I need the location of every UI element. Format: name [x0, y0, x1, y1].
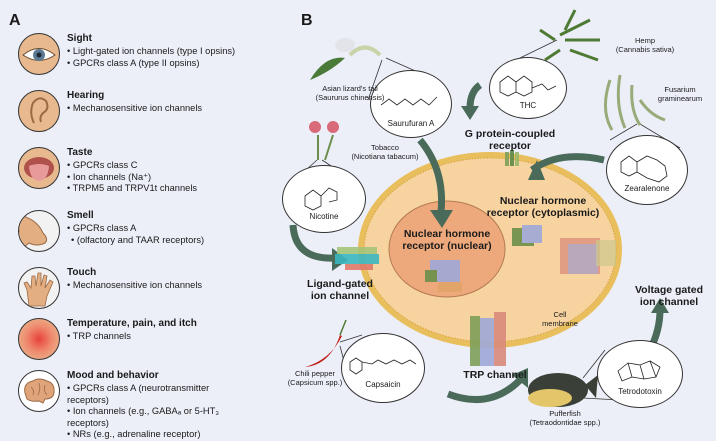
brain-icon [18, 370, 60, 412]
sense-item: Mechanosensitive ion channels [67, 280, 202, 292]
source-lizard-tail: Asian lizard's tail(Saururus chinensis) [315, 84, 385, 102]
source-chili: Chili pepper(Capsicum spp.) [287, 369, 343, 387]
sense-item: TRPM5 and TRPV1t channels [67, 183, 197, 195]
arrowhead [528, 160, 545, 180]
sense-item: Mechanosensitive ion channels [67, 103, 202, 115]
sense-item: Ion channels (Na⁺) [67, 172, 197, 184]
arrow-saurufuran [417, 137, 446, 213]
arrow-capsaicin [446, 377, 523, 403]
tongue-icon [18, 147, 60, 189]
tobacco-plant [309, 121, 339, 161]
sense-item: GPCRs class A (type II opsins) [67, 58, 235, 70]
sense-title: Hearing [67, 90, 105, 101]
sense-mood: Mood and behavior GPCRs class A (neurotr… [18, 370, 248, 439]
sense-title: Temperature, pain, and itch [67, 318, 197, 329]
sense-smell: Smell GPCRs class A(olfactory and TAAR r… [18, 210, 248, 270]
molecule-thc: THC [489, 57, 567, 119]
arrowhead [512, 368, 528, 388]
chili-pepper [305, 319, 347, 367]
source-tobacco: Tobacco(Nicotiana tabacum) [351, 143, 419, 161]
lizard-tail-plant [310, 38, 382, 80]
sense-sight: Sight Light-gated ion channels (type I o… [18, 33, 248, 93]
sense-item: Ion channels (e.g., GABAₐ or 5-HT₃ recep… [67, 406, 248, 429]
sense-title: Mood and behavior [67, 370, 159, 381]
voltage-gated-structure [560, 238, 616, 274]
sense-title: Smell [67, 210, 94, 221]
sense-touch: Touch Mechanosensitive ion channels [18, 267, 248, 327]
arrowhead [651, 298, 669, 313]
nr-cyto-structure [512, 225, 542, 246]
sense-item: GPCRs class C [67, 160, 197, 172]
sense-temperature: Temperature, pain, and itch TRP channels [18, 318, 248, 378]
sense-item: NRs (e.g., adrenaline receptor) [67, 429, 248, 441]
sense-item: GPCRs class A (neurotransmitter receptor… [67, 383, 248, 406]
arrowhead [461, 106, 479, 120]
source-hemp: Hemp(Cannabis sativa) [615, 36, 675, 54]
label-trp: TRP channel [463, 369, 527, 381]
sense-item: Light-gated ion channels (type I opsins) [67, 46, 235, 58]
arrow-thc [466, 82, 483, 109]
sense-item: TRP channels [67, 331, 131, 343]
sense-title: Taste [67, 147, 93, 158]
ear-icon [18, 90, 60, 132]
molecule-tetrodotoxin: Tetrodotoxin [597, 340, 683, 408]
receptor-structures [335, 150, 616, 366]
gpcr-structure [505, 150, 519, 166]
molecule-zearalenone: Zearalenone [606, 135, 688, 205]
panel-b-label: B [301, 12, 313, 29]
heat-icon [18, 318, 60, 360]
molecule-nicotine: Nicotine [282, 165, 366, 233]
panel-a-label: A [9, 12, 21, 29]
sense-taste: Taste GPCRs class CIon channels (Na⁺)TRP… [18, 147, 248, 207]
hand-icon [18, 267, 60, 309]
nose-icon [18, 210, 60, 252]
fusarium-organism [604, 74, 666, 131]
source-pufferfish: Pufferfish(Tetraodontidae spp.) [529, 409, 601, 427]
sense-item: (olfactory and TAAR receptors) [67, 235, 204, 247]
sense-item: GPCRs class A [67, 223, 204, 235]
hemp-plant [539, 9, 600, 62]
trp-structure [470, 312, 506, 366]
molecule-capsaicin: Capsaicin [341, 333, 425, 403]
molecule-saurufuran: Saurufuran A [370, 70, 452, 138]
pufferfish [528, 373, 598, 407]
arrow-nicotine [289, 224, 336, 262]
nucleus [388, 200, 506, 298]
arrowhead [430, 210, 453, 228]
sense-title: Sight [67, 33, 92, 44]
eye-icon [18, 33, 60, 75]
ligand-gated-structure [335, 247, 379, 270]
nr-nuclear-structure [425, 260, 462, 292]
sense-hearing: Hearing Mechanosensitive ion channels [18, 90, 248, 150]
sense-title: Touch [67, 267, 97, 278]
